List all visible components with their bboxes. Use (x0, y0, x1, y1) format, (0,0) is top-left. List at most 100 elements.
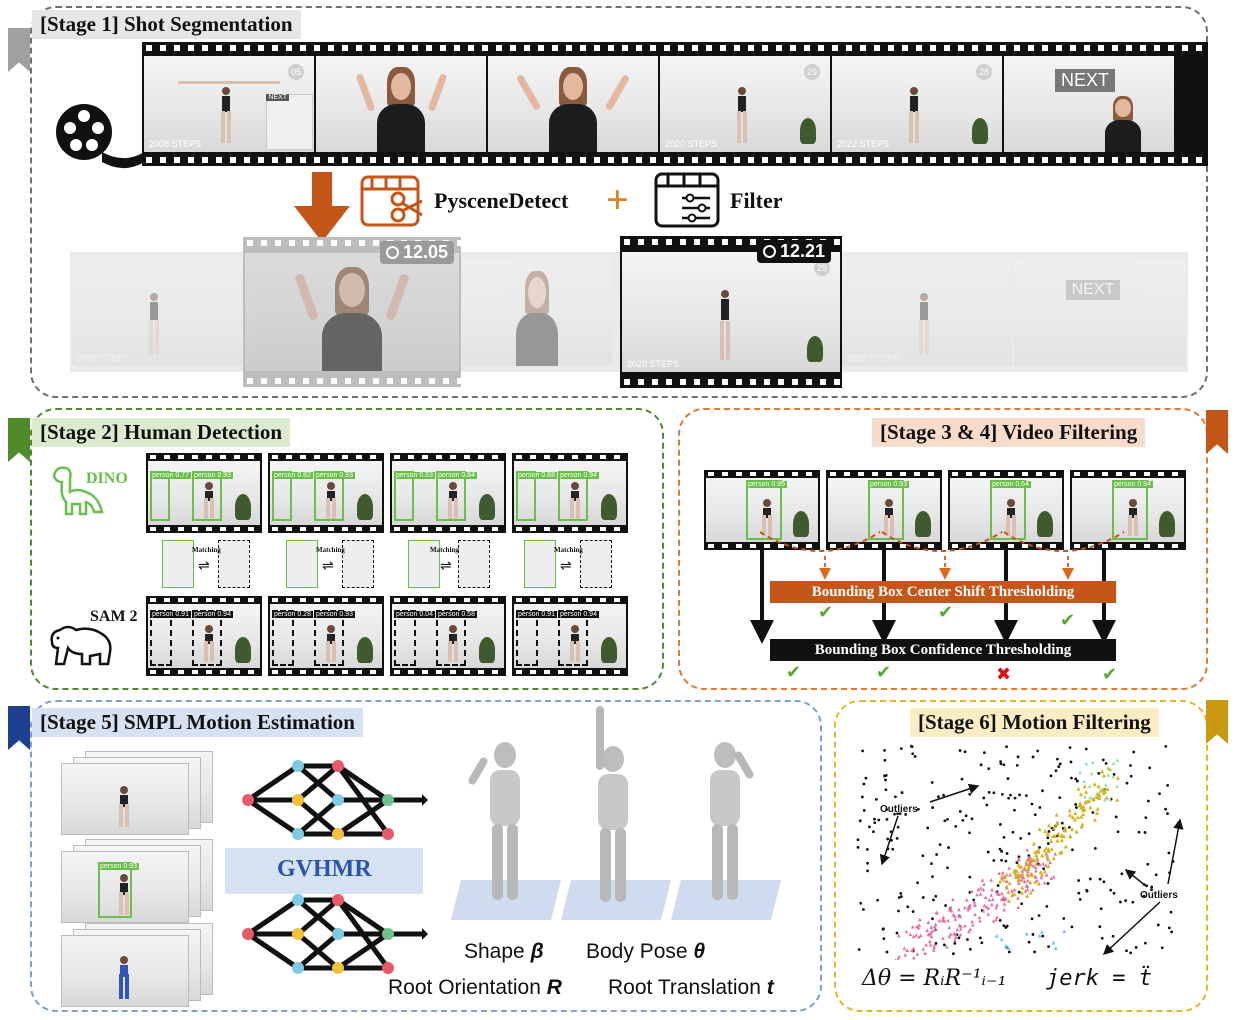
scatter-point (882, 937, 886, 941)
scatter-point (1067, 808, 1072, 813)
scatter-point (987, 767, 991, 771)
scatter-point (928, 939, 932, 944)
scatter-point (1031, 933, 1035, 936)
scatter-point (1042, 880, 1047, 885)
scatter-point (1027, 832, 1031, 836)
scatter-point (1124, 899, 1128, 902)
scatter-point (1115, 797, 1120, 802)
stage2-panel (30, 408, 664, 690)
scatter-point (983, 895, 988, 900)
scatter-point (963, 750, 967, 754)
scatter-point (1072, 817, 1077, 822)
stage34-title: [Stage 3 & 4] Video Filtering (872, 418, 1146, 447)
scatter-point (1098, 877, 1102, 881)
scatter-point (938, 843, 942, 847)
scatter-point (893, 812, 896, 816)
stage5-title: [Stage 5] SMPL Motion Estimation (32, 708, 363, 737)
scatter-point (1053, 946, 1058, 951)
scatter-point (1019, 890, 1024, 895)
sam-frame-1: person 0.91 person 0.94 (146, 596, 262, 676)
scatter-point (1047, 945, 1051, 949)
scatter-point (911, 946, 916, 951)
scatter-point (1077, 891, 1081, 895)
dino-label: DINO (86, 470, 128, 487)
scatter-point (1031, 864, 1035, 868)
check-icon: ✔ (818, 602, 834, 623)
scatter-point (904, 813, 908, 816)
scatter-point (934, 894, 938, 898)
scatter-point (1031, 887, 1035, 892)
scatter-point (991, 897, 995, 901)
scatter-point (1003, 943, 1008, 948)
scatter-point (1125, 781, 1129, 785)
scatter-point (1042, 867, 1046, 871)
scatter-point (906, 905, 910, 909)
scatter-point (1058, 762, 1062, 766)
scatter-point (1069, 760, 1073, 764)
scatter-point (1024, 883, 1029, 888)
scatter-point (1062, 929, 1067, 934)
scatter-point (978, 918, 982, 923)
scatter-point (1074, 806, 1078, 809)
time-badge-2: 12.21 (757, 240, 832, 263)
video-stack-3 (62, 924, 222, 1010)
smpl-body-2 (561, 706, 676, 930)
scatter-point (1042, 848, 1047, 853)
scatter-point (1046, 857, 1051, 862)
scatter-point (970, 919, 974, 924)
scatter-point (1006, 889, 1011, 894)
scatter-point (1077, 803, 1082, 808)
scatter-point (1089, 771, 1094, 776)
scatter-point (856, 838, 860, 842)
scatter-point (936, 795, 940, 799)
scatter-point (883, 758, 887, 762)
scatter-point (1125, 949, 1128, 953)
scatter-point (1026, 873, 1031, 878)
filter-frame-4: person 0.94 (1070, 470, 1186, 550)
scatter-point (861, 749, 864, 753)
scatter-point (1007, 796, 1011, 800)
scatter-point (968, 947, 972, 951)
scatter-point (998, 847, 1002, 851)
scatter-point (927, 959, 929, 960)
scatter-point (1013, 796, 1017, 800)
scatter-point (998, 879, 1003, 884)
dinosaur-icon (52, 466, 104, 516)
scatter-point (856, 845, 860, 849)
scatter-point (1055, 838, 1060, 843)
scatter-point (1007, 950, 1011, 954)
scatter-point (1083, 800, 1088, 805)
scatter-point (1037, 933, 1042, 938)
scatter-point (866, 861, 869, 865)
scatter-point (862, 809, 866, 812)
scatter-point (1143, 941, 1147, 945)
scatter-point (1082, 807, 1087, 812)
scatter-point (1045, 853, 1050, 858)
scatter-point (1081, 804, 1086, 809)
smpl-body-3 (671, 730, 786, 930)
scatter-point (921, 896, 925, 899)
scatter-point (1031, 841, 1036, 846)
scatter-point (1146, 862, 1150, 866)
scatter-point (1037, 914, 1041, 917)
scatter-point (958, 810, 962, 813)
shot-clip-1 (243, 237, 461, 387)
scatter-point (1074, 803, 1078, 806)
sam-frame-4: person 0.91 person 0.94 (512, 596, 628, 676)
scatter-point (1142, 894, 1146, 898)
filter-frame-2: person 0.93 (826, 470, 942, 550)
scatter-point (982, 751, 986, 755)
scatter-point (1038, 806, 1042, 809)
scatter-point (970, 889, 974, 893)
scatter-point (858, 819, 862, 823)
stage2-title: [Stage 2] Human Detection (32, 418, 291, 447)
scatter-point (989, 878, 993, 882)
scatter-point (866, 869, 869, 873)
scatter-point (943, 819, 947, 823)
scatter-point (1068, 833, 1073, 838)
scatter-point (973, 903, 977, 907)
scatter-point (1059, 832, 1064, 837)
scatter-point (1079, 805, 1084, 810)
scatter-point (1052, 875, 1056, 879)
film-strip-top: NEXT 05 2008 STEPS 29 2020 STEPS 28 2022… (142, 42, 1208, 166)
